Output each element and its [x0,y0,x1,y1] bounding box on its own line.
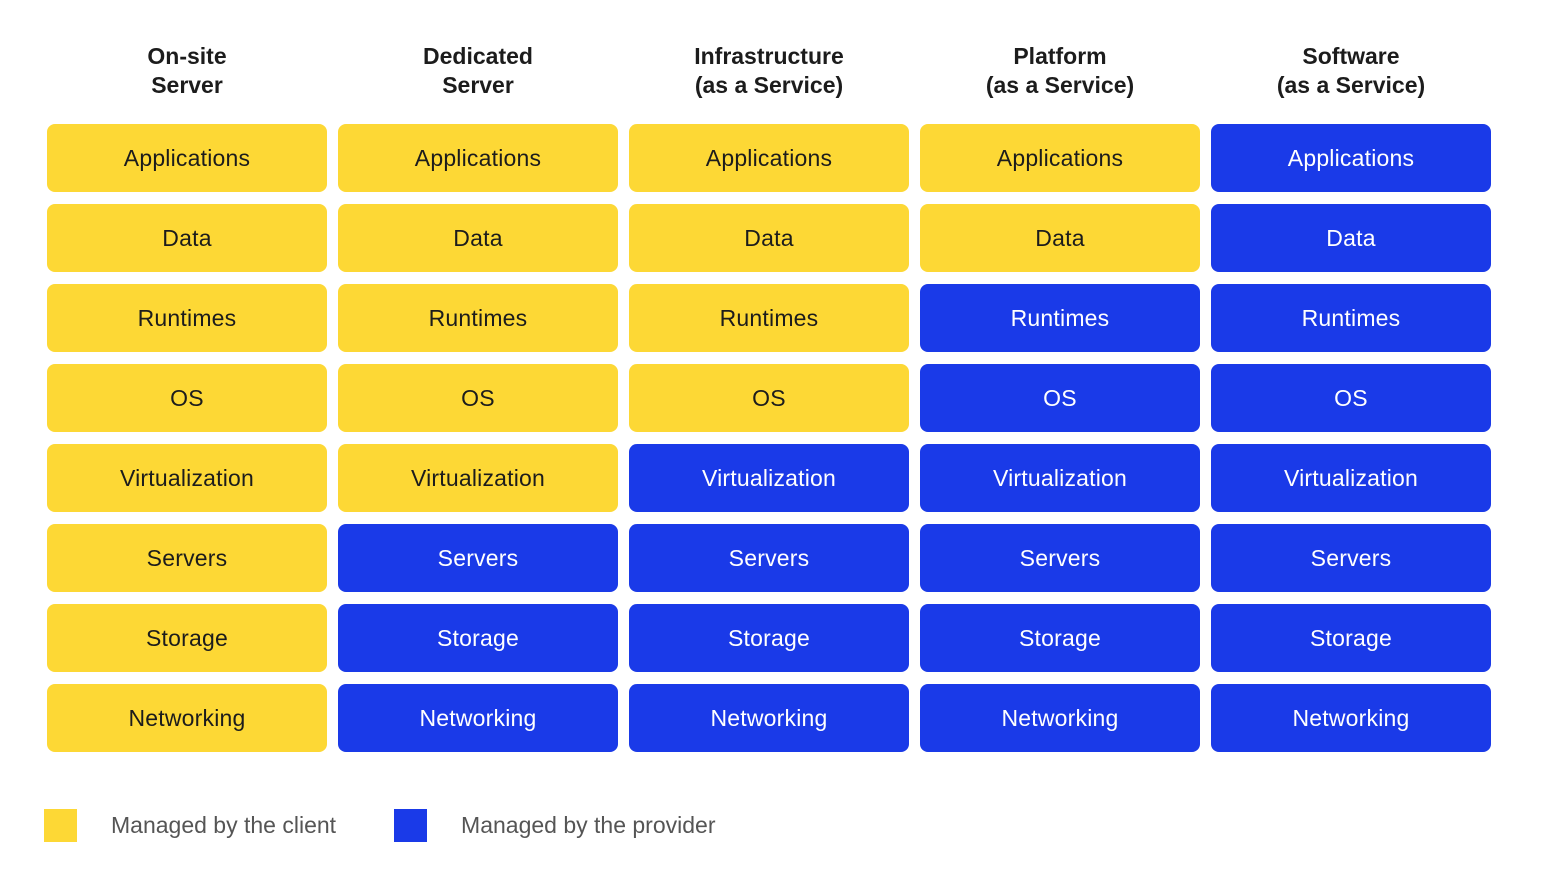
column-header: Platform (as a Service) [920,42,1200,124]
cell-os: OS [47,364,327,432]
cell-runtimes: Runtimes [47,284,327,352]
column-header: Infrastructure (as a Service) [629,42,909,124]
cell-servers: Servers [920,524,1200,592]
column-header-line: Server [151,72,223,98]
responsibility-diagram: On-site Server Applications Data Runtime… [47,42,1491,764]
legend-label-provider: Managed by the provider [461,811,716,838]
column-header-line: Software [1302,43,1400,69]
cell-storage: Storage [920,604,1200,672]
cell-virtualization: Virtualization [629,444,909,512]
cell-virtualization: Virtualization [920,444,1200,512]
cell-virtualization: Virtualization [338,444,618,512]
cell-servers: Servers [1211,524,1491,592]
column-header-line: Infrastructure [694,43,844,69]
column-infrastructure-as-a-service: Infrastructure (as a Service) Applicatio… [629,42,909,764]
cell-os: OS [920,364,1200,432]
legend-item-provider: Managed by the provider [394,808,716,842]
column-header-line: (as a Service) [1276,72,1426,98]
cell-runtimes: Runtimes [629,284,909,352]
cell-storage: Storage [629,604,909,672]
cell-virtualization: Virtualization [1211,444,1491,512]
cell-data: Data [47,204,327,272]
column-header-line: (as a Service) [985,72,1135,98]
cell-data: Data [1211,204,1491,272]
cell-data: Data [629,204,909,272]
cell-runtimes: Runtimes [920,284,1200,352]
legend-swatch-provider [394,808,428,842]
cell-applications: Applications [920,124,1200,192]
cell-runtimes: Runtimes [338,284,618,352]
column-header-line: Dedicated [423,43,533,69]
cell-networking: Networking [47,684,327,752]
legend-item-client: Managed by the client [44,808,337,842]
column-header: Software (as a Service) [1211,42,1491,124]
column-header-line: On-site [147,43,227,69]
cell-networking: Networking [1211,684,1491,752]
column-header: On-site Server [47,42,327,124]
cell-applications: Applications [338,124,618,192]
column-header-line: Server [442,72,514,98]
cell-os: OS [1211,364,1491,432]
cell-servers: Servers [629,524,909,592]
column-platform-as-a-service: Platform (as a Service) Applications Dat… [920,42,1200,764]
cell-runtimes: Runtimes [1211,284,1491,352]
column-header: Dedicated Server [338,42,618,124]
cell-storage: Storage [338,604,618,672]
legend-swatch-client [44,808,77,842]
cell-os: OS [338,364,618,432]
column-header-line: (as a Service) [694,72,844,98]
legend: Managed by the client Managed by the pro… [44,808,715,842]
column-software-as-a-service: Software (as a Service) Applications Dat… [1211,42,1491,764]
cell-data: Data [338,204,618,272]
cell-storage: Storage [47,604,327,672]
column-dedicated-server: Dedicated Server Applications Data Runti… [338,42,618,764]
cell-servers: Servers [338,524,618,592]
cell-virtualization: Virtualization [47,444,327,512]
cell-data: Data [920,204,1200,272]
cell-networking: Networking [920,684,1200,752]
cell-applications: Applications [47,124,327,192]
cell-applications: Applications [629,124,909,192]
cell-storage: Storage [1211,604,1491,672]
cell-networking: Networking [338,684,618,752]
cell-applications: Applications [1211,124,1491,192]
cell-networking: Networking [629,684,909,752]
column-header-line: Platform [1013,43,1107,69]
column-on-site-server: On-site Server Applications Data Runtime… [47,42,327,764]
cell-os: OS [629,364,909,432]
cell-servers: Servers [47,524,327,592]
legend-label-client: Managed by the client [111,811,337,838]
